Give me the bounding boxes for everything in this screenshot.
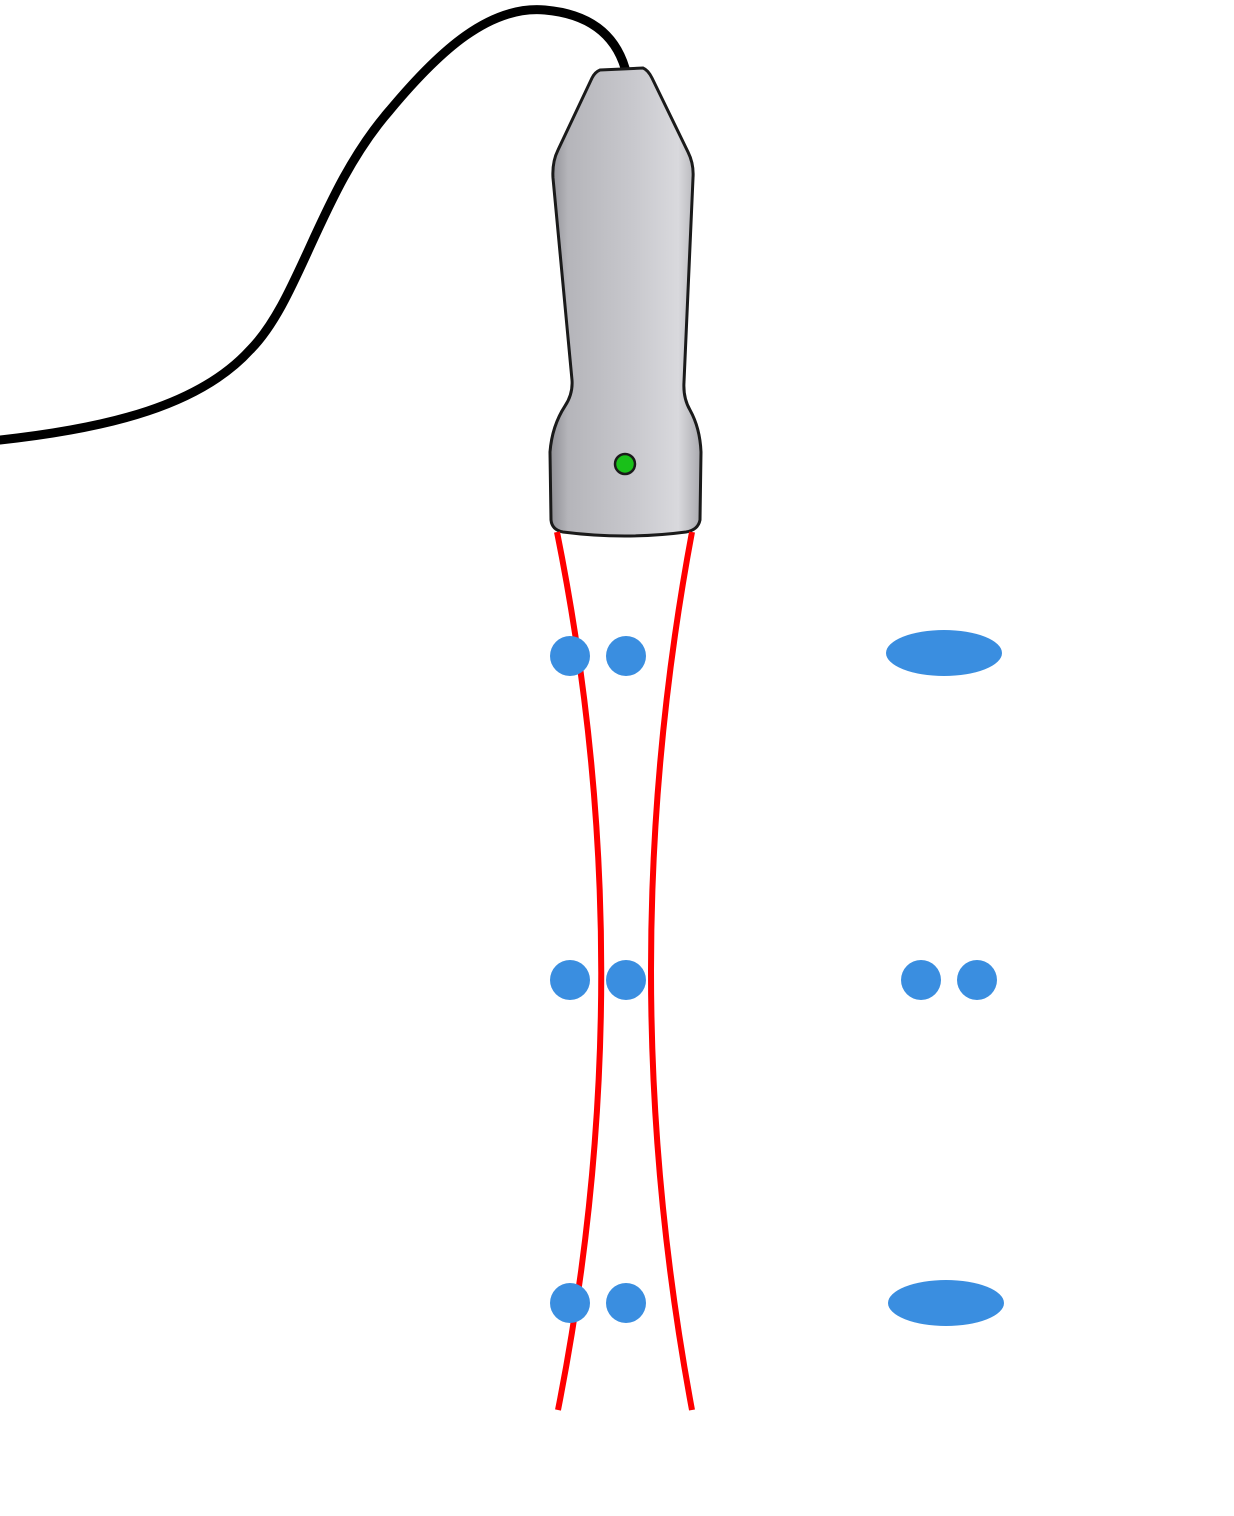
image-near-merged-ellipse <box>886 630 1002 676</box>
target-focal-right <box>606 960 646 1000</box>
status-light-icon <box>613 452 637 476</box>
ultrasound-transducer-probe-icon <box>548 66 703 538</box>
target-near-left <box>550 636 590 676</box>
probe-body <box>548 66 703 538</box>
image-far-merged-ellipse <box>888 1280 1004 1326</box>
probe-cable <box>0 5 630 445</box>
image-appearances <box>886 630 1004 1326</box>
beam-targets <box>550 636 646 1323</box>
target-far-right <box>606 1283 646 1323</box>
beam-boundary-right <box>648 531 695 1411</box>
image-focal-dot-right <box>957 960 997 1000</box>
target-focal-left <box>550 960 590 1000</box>
target-near-right <box>606 636 646 676</box>
target-far-left <box>550 1283 590 1323</box>
image-focal-dot-left <box>901 960 941 1000</box>
